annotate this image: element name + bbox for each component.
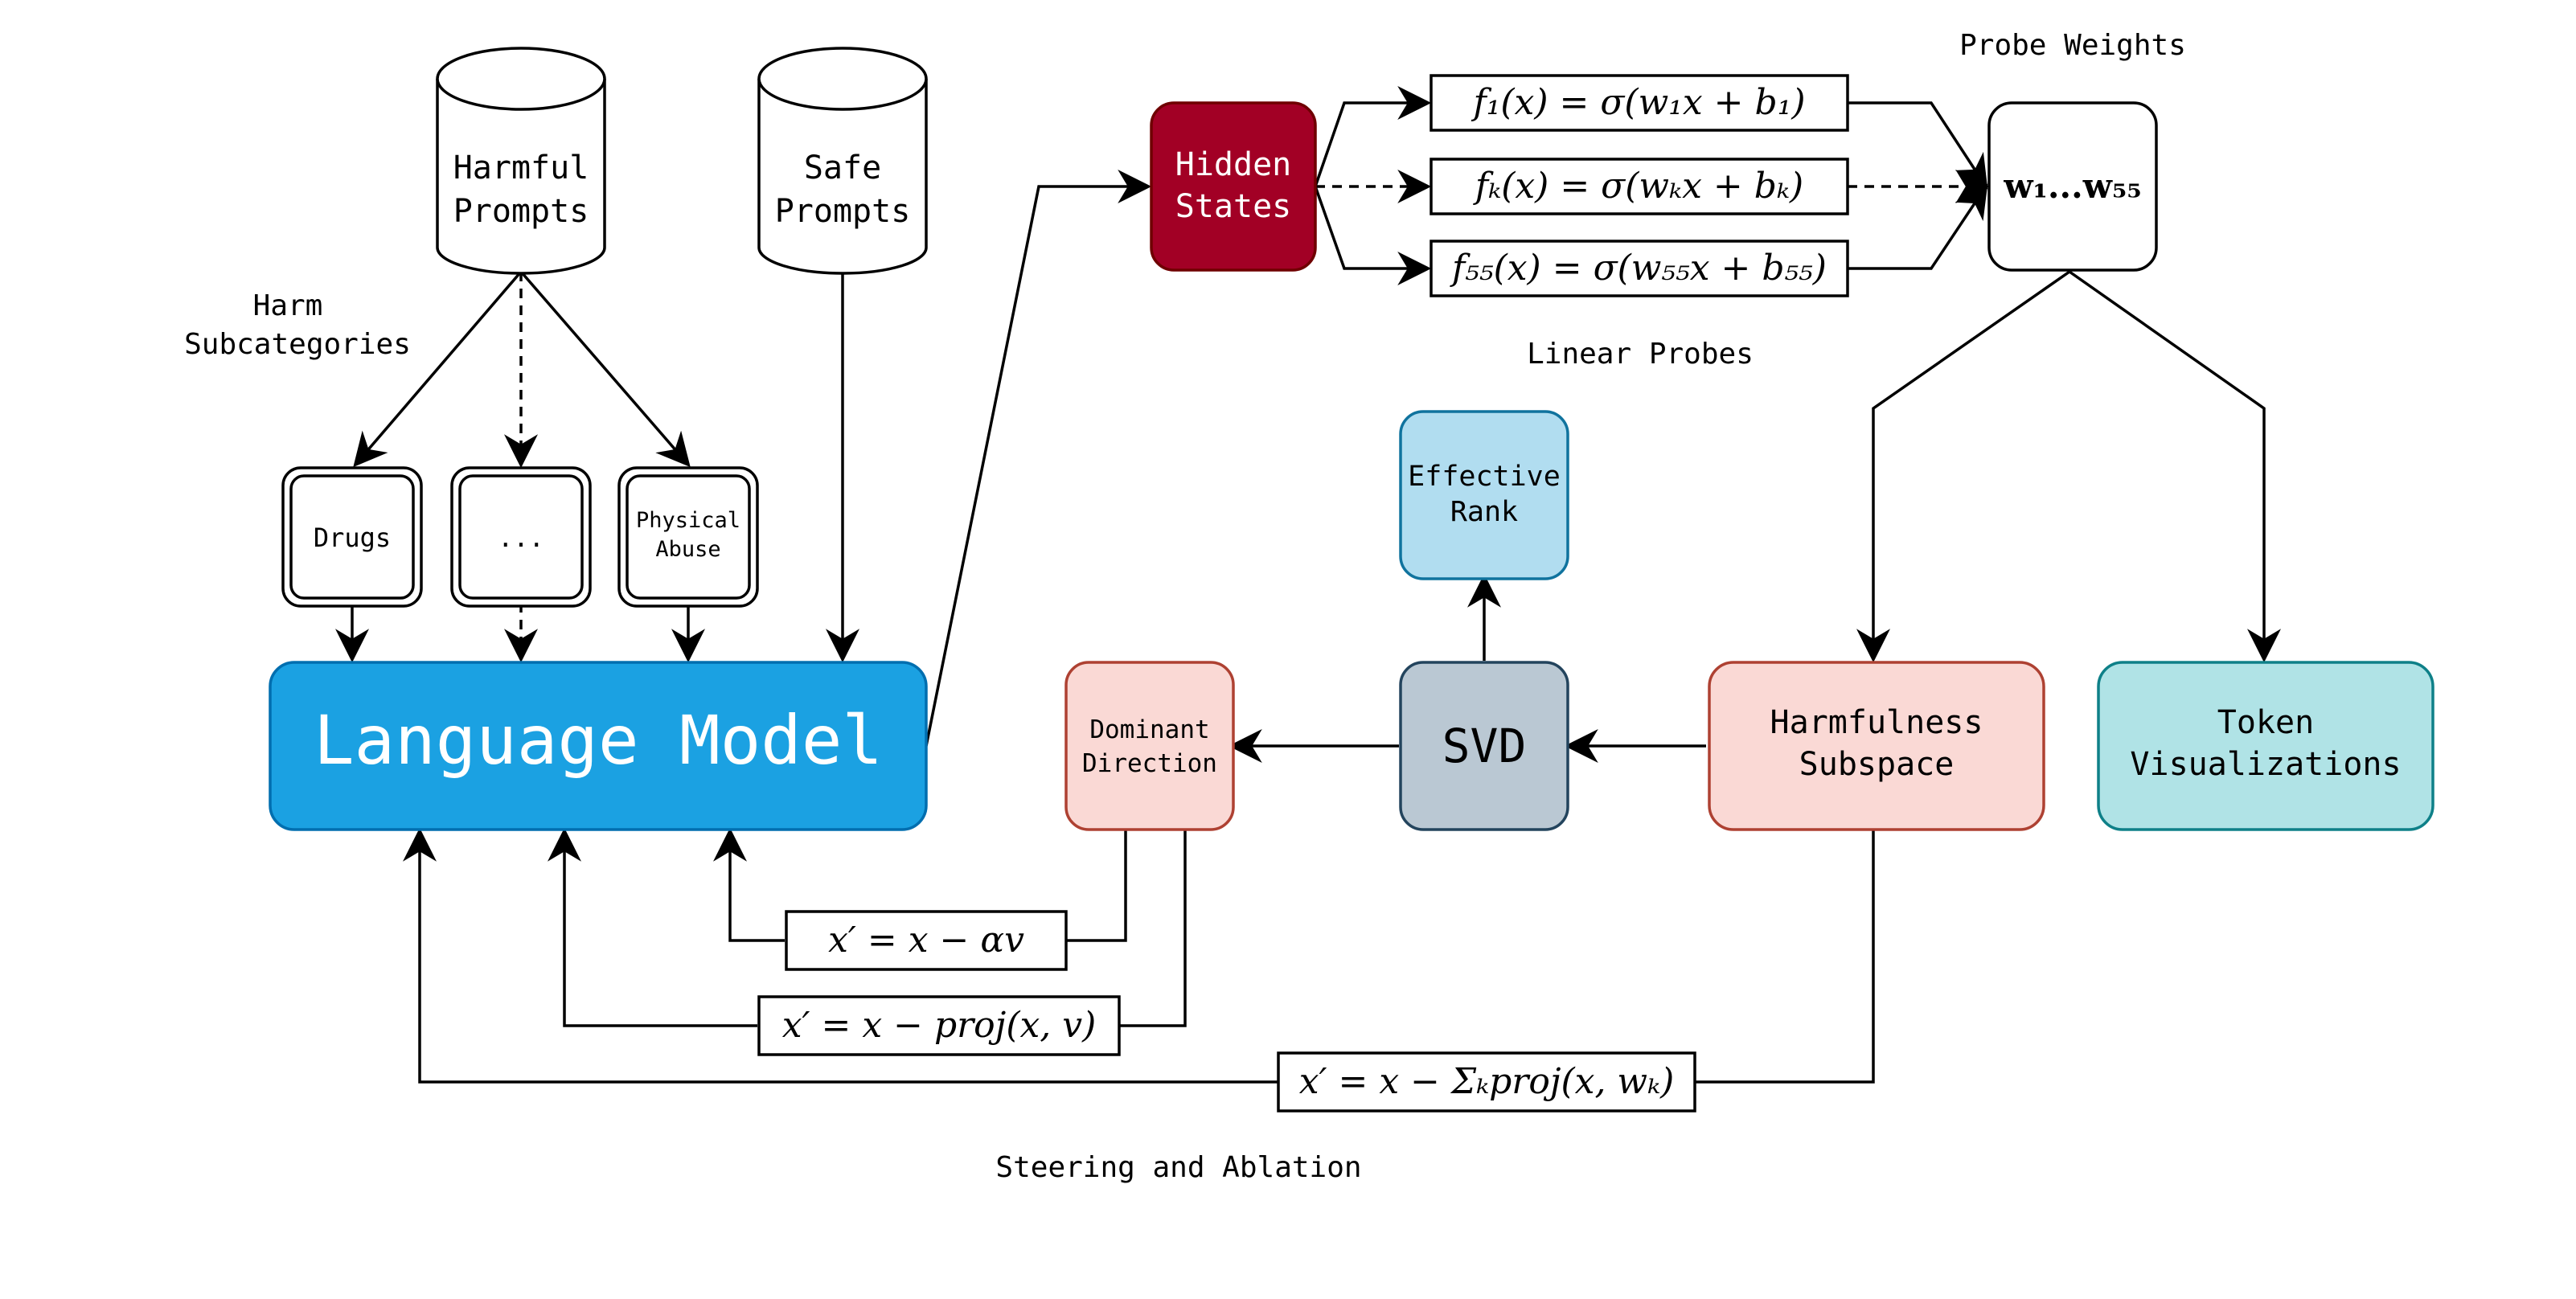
effective-rank-line2: Rank	[1450, 496, 1518, 528]
edge-lm-to-hidden-states	[925, 170, 1152, 747]
harmfulness-subspace-node: Harmfulness Subspace	[1708, 661, 2045, 831]
probe-weights-symbol: w₁...w₅₅	[2003, 166, 2141, 206]
language-model-label: Language Model	[314, 701, 883, 780]
harm-subcategories-label-line2: Subcategories	[184, 328, 411, 361]
dominant-direction-line1: Dominant	[1089, 715, 1209, 744]
effective-rank-node: Effective Rank	[1399, 410, 1569, 580]
probe-weights-node: w₁...w₅₅	[1987, 101, 2158, 272]
edge-harmful-to-drugs	[353, 270, 523, 468]
edge-weights-to-subspace	[1856, 270, 2071, 663]
effective-rank-line1: Effective	[1408, 461, 1561, 493]
probe-f55: f₅₅(x) = σ(w₅₅x + b₅₅)	[1430, 240, 1849, 297]
edge-f1-to-weights	[1848, 101, 1988, 190]
safe-prompts-line2: Prompts	[775, 193, 911, 230]
edge-f55-to-weights	[1848, 183, 1988, 270]
sum-projection-equation: x′ = x − Σₖproj(x, wₖ)	[1277, 1051, 1696, 1113]
hidden-states-line2: States	[1175, 188, 1292, 225]
svd-node: SVD	[1399, 661, 1569, 831]
probe-weights-label: Probe Weights	[1959, 29, 2186, 62]
physical-abuse-line2: Abuse	[655, 537, 720, 562]
harmful-prompts-db: Harmful Prompts	[436, 47, 606, 275]
linear-probes-label: Linear Probes	[1527, 338, 1754, 371]
token-visualizations-node: Token Visualizations	[2097, 661, 2434, 831]
safe-prompts-db: Safe Prompts	[757, 47, 928, 275]
harm-subcategories-label-line1: Harm	[253, 289, 323, 322]
projection-equation-text: x′ = x − proj(x, v)	[782, 1005, 1097, 1046]
harmful-prompts-line2: Prompts	[453, 193, 589, 230]
harmful-prompts-line1: Harmful	[453, 150, 589, 186]
subcategory-drugs: Drugs	[281, 466, 423, 608]
edge-hidden-to-f1	[1314, 86, 1432, 187]
subcategory-ellipsis: ...	[450, 466, 592, 608]
hidden-states-node: Hidden States	[1150, 101, 1317, 272]
sum-projection-equation-text: x′ = x − Σₖproj(x, wₖ)	[1299, 1061, 1675, 1102]
edge-weights-to-tokens	[2068, 270, 2281, 663]
language-model-node: Language Model	[269, 661, 928, 831]
dominant-direction-line2: Direction	[1082, 749, 1217, 778]
probe-f55-formula: f₅₅(x) = σ(w₅₅x + b₅₅)	[1450, 248, 1827, 289]
probe-fk: fₖ(x) = σ(wₖx + bₖ)	[1430, 158, 1849, 215]
ellipsis-label: ...	[498, 522, 544, 553]
edge-subspace-to-sum-eq	[1695, 830, 1875, 1084]
subcategory-physical-abuse: Physical Abuse	[617, 466, 759, 608]
steering-ablation-label: Steering and Ablation	[995, 1151, 1361, 1184]
hidden-states-line1: Hidden	[1175, 146, 1292, 183]
svd-label: SVD	[1442, 719, 1527, 773]
probe-f1-formula: f₁(x) = σ(w₁x + b₁)	[1471, 82, 1805, 123]
edges	[335, 86, 2281, 1084]
edge-harmful-to-physical-abuse	[519, 270, 691, 468]
dominant-direction-node: Dominant Direction	[1064, 661, 1235, 831]
edge-steer-eq-to-lm	[713, 827, 785, 942]
physical-abuse-line1: Physical	[636, 508, 740, 533]
harmfulness-subspace-line2: Subspace	[1799, 746, 1955, 783]
edge-sum-eq-to-lm	[403, 827, 1278, 1084]
edge-proj-eq-to-lm	[548, 827, 757, 1027]
drugs-label: Drugs	[314, 522, 391, 553]
steer-equation: x′ = x − αv	[785, 910, 1068, 971]
edge-hidden-to-f55	[1314, 186, 1432, 285]
probe-f1: f₁(x) = σ(w₁x + b₁)	[1430, 74, 1849, 132]
safe-prompts-line1: Safe	[804, 150, 881, 186]
steer-equation-text: x′ = x − αv	[828, 920, 1024, 961]
token-visualizations-line1: Token	[2217, 704, 2314, 741]
probe-fk-formula: fₖ(x) = σ(wₖx + bₖ)	[1473, 166, 1803, 207]
projection-equation: x′ = x − proj(x, v)	[757, 995, 1121, 1056]
edge-dominant-to-steer-eq	[1066, 830, 1127, 942]
token-visualizations-line2: Visualizations	[2130, 746, 2401, 783]
edge-dominant-to-proj-eq	[1119, 830, 1187, 1027]
harmfulness-subspace-line1: Harmfulness	[1770, 704, 1983, 741]
